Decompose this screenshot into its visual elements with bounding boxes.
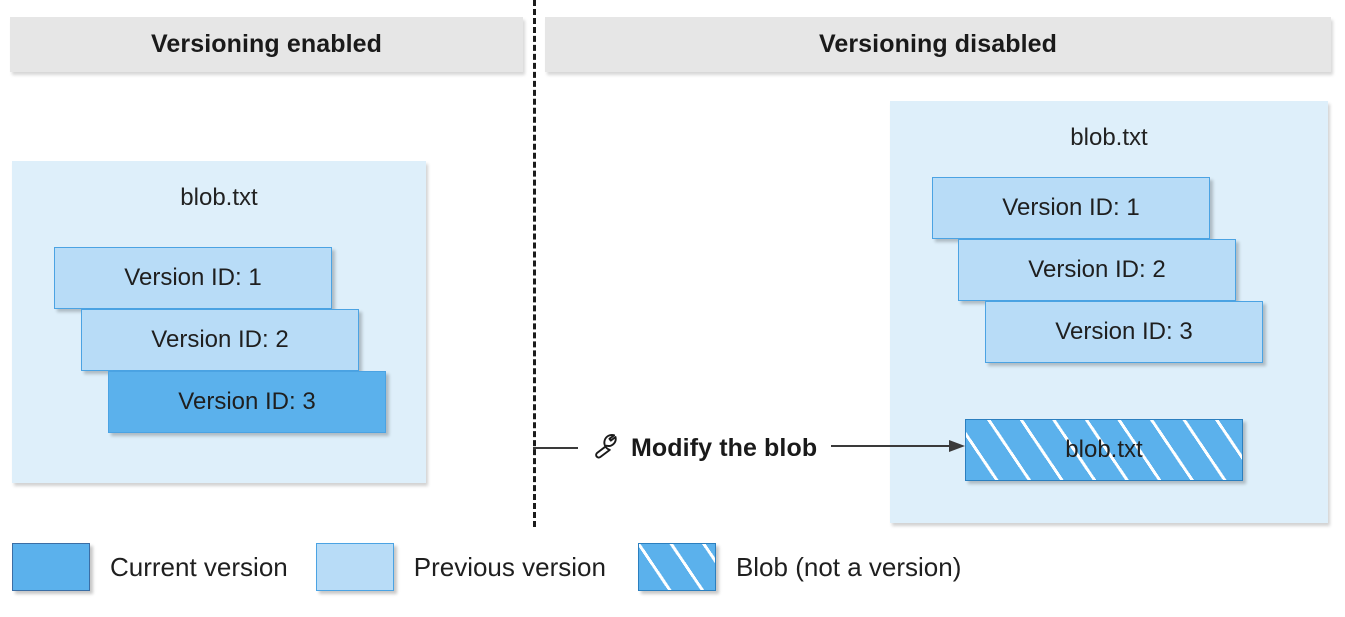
legend-label-previous-version: Previous version <box>413 551 606 582</box>
version-box-right-1: Version ID: 1 <box>932 177 1210 239</box>
legend-swatch-blob-not-a-version <box>637 543 716 591</box>
wrench-icon <box>590 430 622 467</box>
blob-box-not-a-version: blob.txt <box>965 419 1243 481</box>
legend-item-current-version: Current version <box>12 543 288 591</box>
arrow-to-blob-icon <box>831 438 966 459</box>
version-box-left-2: Version ID: 2 <box>81 309 359 371</box>
legend-label-blob-not-a-version: Blob (not a version) <box>735 551 962 582</box>
header-versioning-enabled: Versioning enabled <box>10 17 523 72</box>
header-versioning-disabled: Versioning disabled <box>545 17 1331 72</box>
blob-container-right: blob.txt Version ID: 1 Version ID: 2 Ver… <box>890 101 1328 523</box>
version-box-left-3-current: Version ID: 3 <box>108 371 386 433</box>
connector-line-left <box>533 447 578 449</box>
legend-item-blob-not-a-version: Blob (not a version) <box>637 543 962 591</box>
legend: Current version Previous version Blob (n… <box>12 543 961 591</box>
modify-blob-annotation: Modify the blob <box>533 432 966 464</box>
version-box-right-2: Version ID: 2 <box>958 239 1236 301</box>
panel-divider <box>533 0 536 527</box>
legend-swatch-current-version <box>12 543 90 591</box>
modify-blob-label: Modify the blob <box>631 433 818 462</box>
version-box-left-1: Version ID: 1 <box>54 247 332 309</box>
version-box-right-3: Version ID: 3 <box>985 301 1263 363</box>
blob-container-left-title: blob.txt <box>180 184 258 211</box>
blob-container-right-title: blob.txt <box>1070 124 1148 151</box>
blob-container-left: blob.txt Version ID: 1 Version ID: 2 Ver… <box>12 161 426 483</box>
legend-label-current-version: Current version <box>110 551 288 582</box>
legend-swatch-previous-version <box>315 543 394 591</box>
legend-item-previous-version: Previous version <box>315 543 606 591</box>
